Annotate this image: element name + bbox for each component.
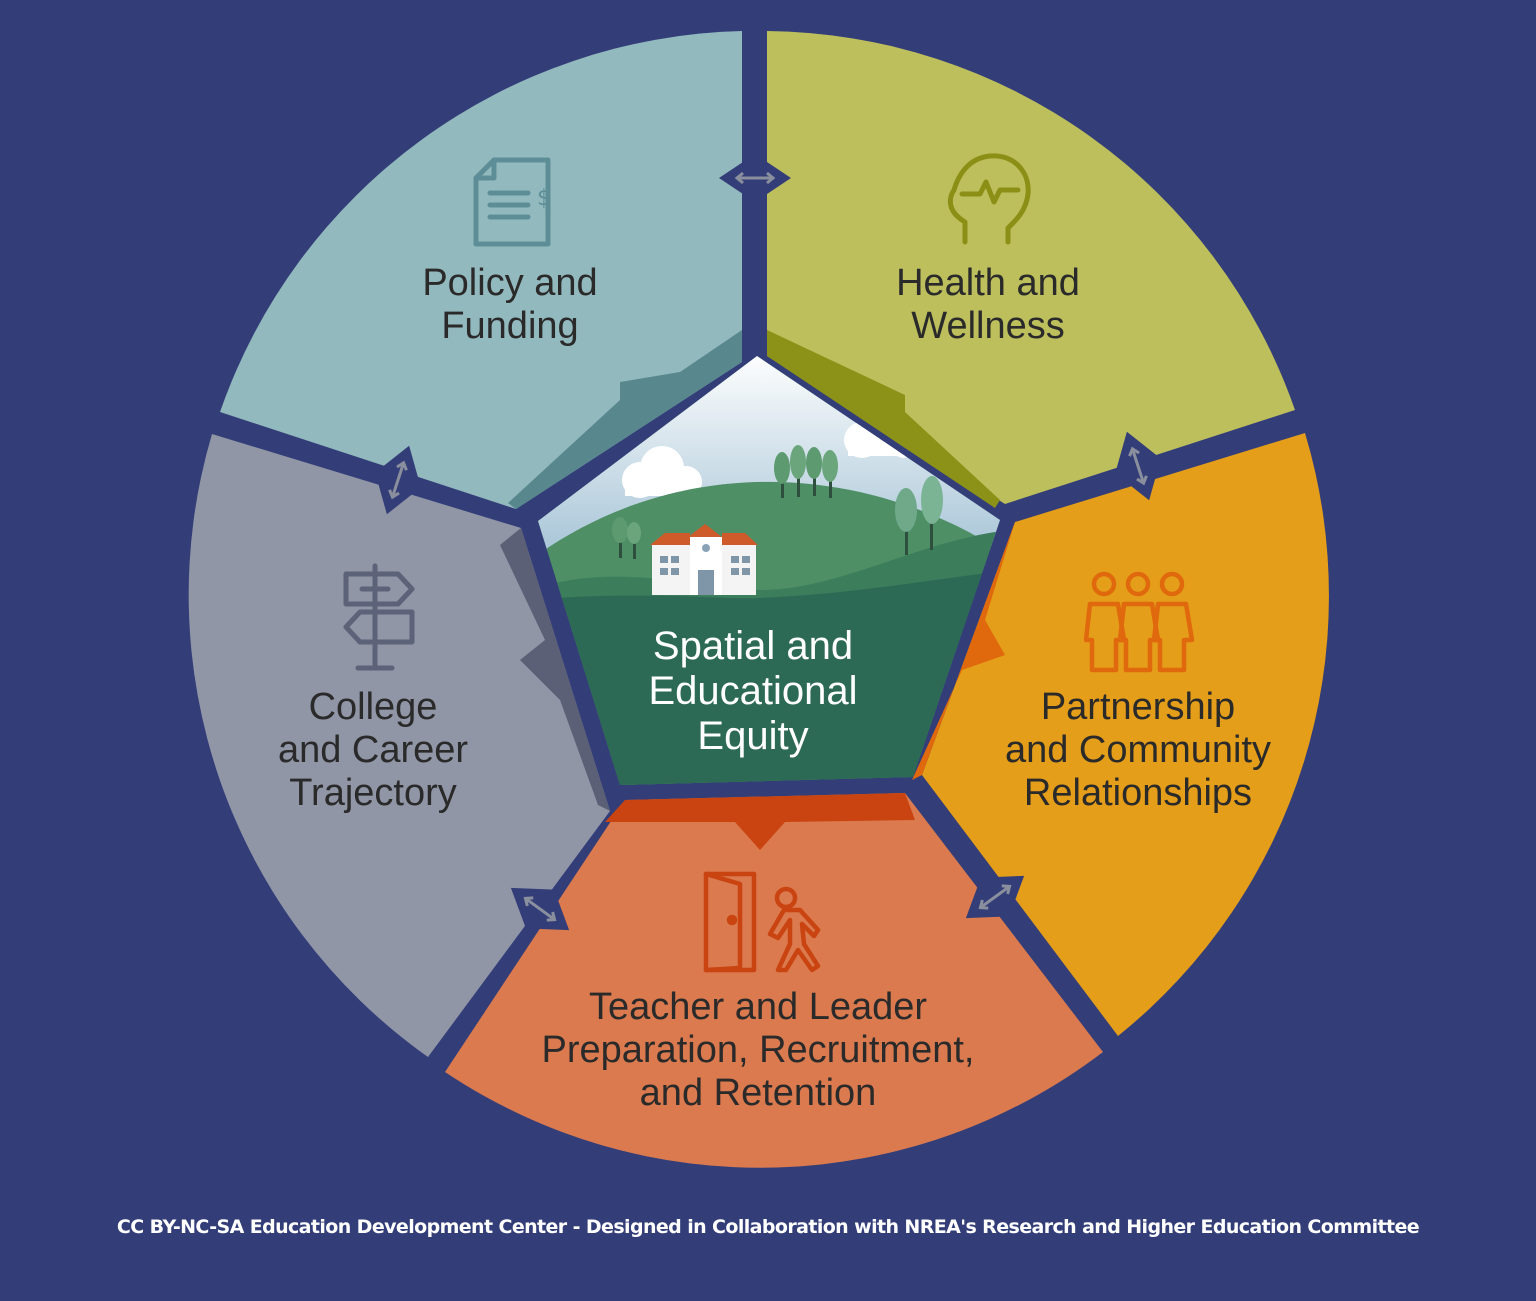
document-dollar-icon: $ xyxy=(473,157,551,247)
trees-left xyxy=(612,517,641,559)
health-inner-band xyxy=(767,330,1000,508)
label-college-line-1: College xyxy=(308,686,438,728)
label-health-line-2: Wellness xyxy=(911,305,1065,347)
label-partnership-line-3: Relationships xyxy=(1023,772,1253,814)
label-health-line-1: Health and xyxy=(896,262,1080,304)
label-policy: Policy and Funding xyxy=(360,262,660,348)
label-college: College and Career Trajectory xyxy=(238,686,508,815)
connector-left-lower xyxy=(510,887,570,931)
cloud-left xyxy=(622,446,702,498)
head-heartbeat-icon xyxy=(947,153,1031,245)
label-partnership-line-1: Partnership xyxy=(1040,686,1236,728)
school-building-icon xyxy=(650,524,758,595)
trees-top xyxy=(774,445,838,498)
connector-right-upper xyxy=(1115,431,1161,501)
connector-top xyxy=(719,154,791,202)
label-college-line-3: Trajectory xyxy=(289,772,457,814)
label-partnership-line-2: and Community xyxy=(1004,729,1272,771)
label-center: Spatial and Educational Equity xyxy=(603,624,903,759)
three-people-icon xyxy=(1083,571,1195,673)
policy-inner-band xyxy=(508,330,742,509)
college-inner-band xyxy=(500,528,610,811)
segment-health xyxy=(767,31,1295,504)
label-teacher-line-2: Preparation, Recruitment, xyxy=(541,1029,975,1071)
segment-teacher xyxy=(445,793,1103,1168)
signpost-icon xyxy=(343,563,415,671)
connector-right-lower xyxy=(965,875,1025,919)
person-walking-through-door-icon xyxy=(703,871,821,973)
connector-left-upper xyxy=(375,445,421,515)
svg-text:$: $ xyxy=(537,186,551,211)
footer-credit: CC BY-NC-SA Education Development Center… xyxy=(116,1216,1420,1238)
label-partnership: Partnership and Community Relationships xyxy=(978,686,1298,815)
label-center-line-1: Spatial and xyxy=(652,624,854,668)
trees-right xyxy=(895,476,943,555)
label-health: Health and Wellness xyxy=(838,262,1138,348)
label-teacher-line-1: Teacher and Leader xyxy=(588,986,928,1028)
segment-partnership xyxy=(922,433,1329,1036)
label-policy-line-1: Policy and xyxy=(422,262,598,304)
segment-college xyxy=(188,434,610,1057)
label-college-line-2: and Career xyxy=(277,729,469,771)
label-teacher-line-3: and Retention xyxy=(639,1072,877,1114)
label-center-line-2: Educational xyxy=(648,669,858,713)
teacher-inner-band xyxy=(605,793,915,850)
partnership-inner-band xyxy=(912,522,1015,780)
label-policy-line-2: Funding xyxy=(441,305,579,347)
label-teacher: Teacher and Leader Preparation, Recruitm… xyxy=(493,986,1023,1115)
segment-policy xyxy=(220,31,742,509)
label-center-line-3: Equity xyxy=(697,714,809,758)
